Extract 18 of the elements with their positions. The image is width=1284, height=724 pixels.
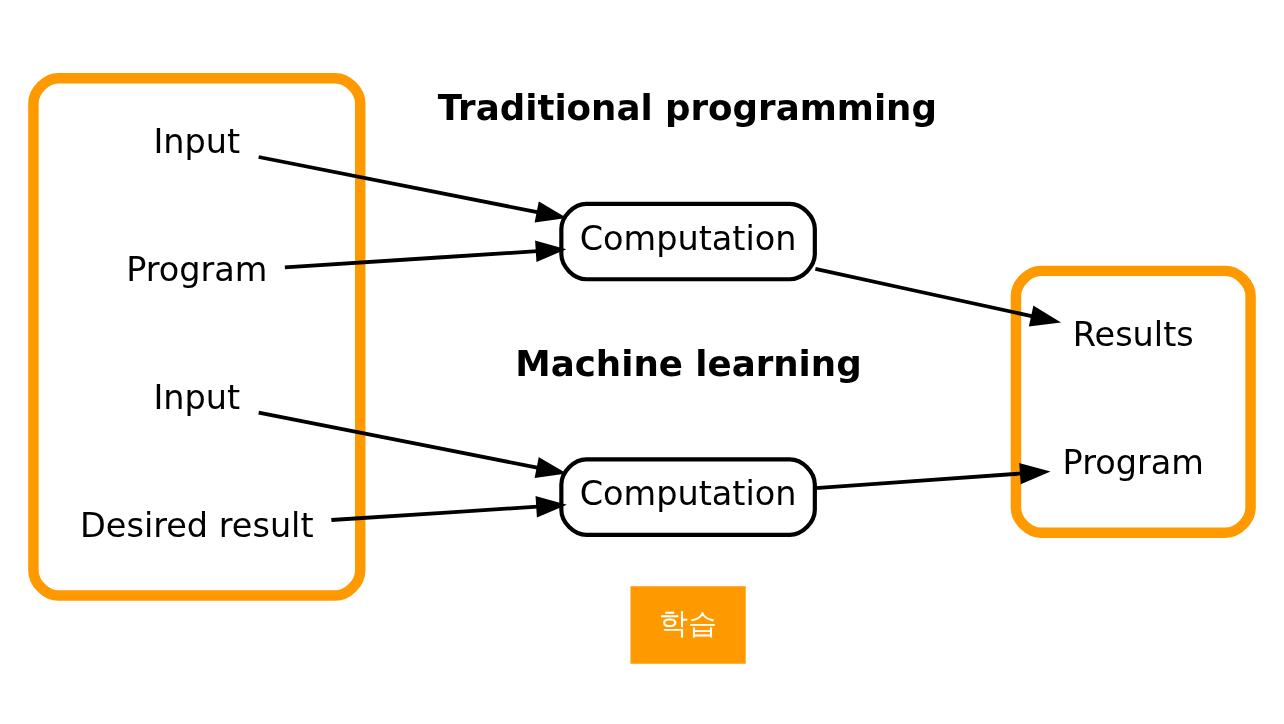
- cluster: [28, 72, 366, 601]
- arrow: [331, 496, 567, 522]
- node-text: Program: [1062, 442, 1204, 482]
- arrow: [815, 462, 1051, 491]
- node-text: Desired result: [80, 505, 314, 545]
- arrow: [284, 240, 567, 270]
- node-box: 학습: [630, 586, 746, 664]
- arrow: [258, 410, 567, 479]
- node-text: Program: [126, 249, 268, 289]
- node-text: Results: [1072, 314, 1194, 354]
- node-text: Input: [153, 377, 241, 417]
- node-text: Input: [153, 122, 241, 162]
- arrow: [814, 267, 1062, 327]
- label: Machine learning: [515, 342, 862, 384]
- node-box: Computation: [559, 457, 817, 537]
- node-box: Computation: [559, 201, 817, 282]
- label: Traditional programming: [437, 87, 937, 129]
- cluster: [1010, 265, 1256, 538]
